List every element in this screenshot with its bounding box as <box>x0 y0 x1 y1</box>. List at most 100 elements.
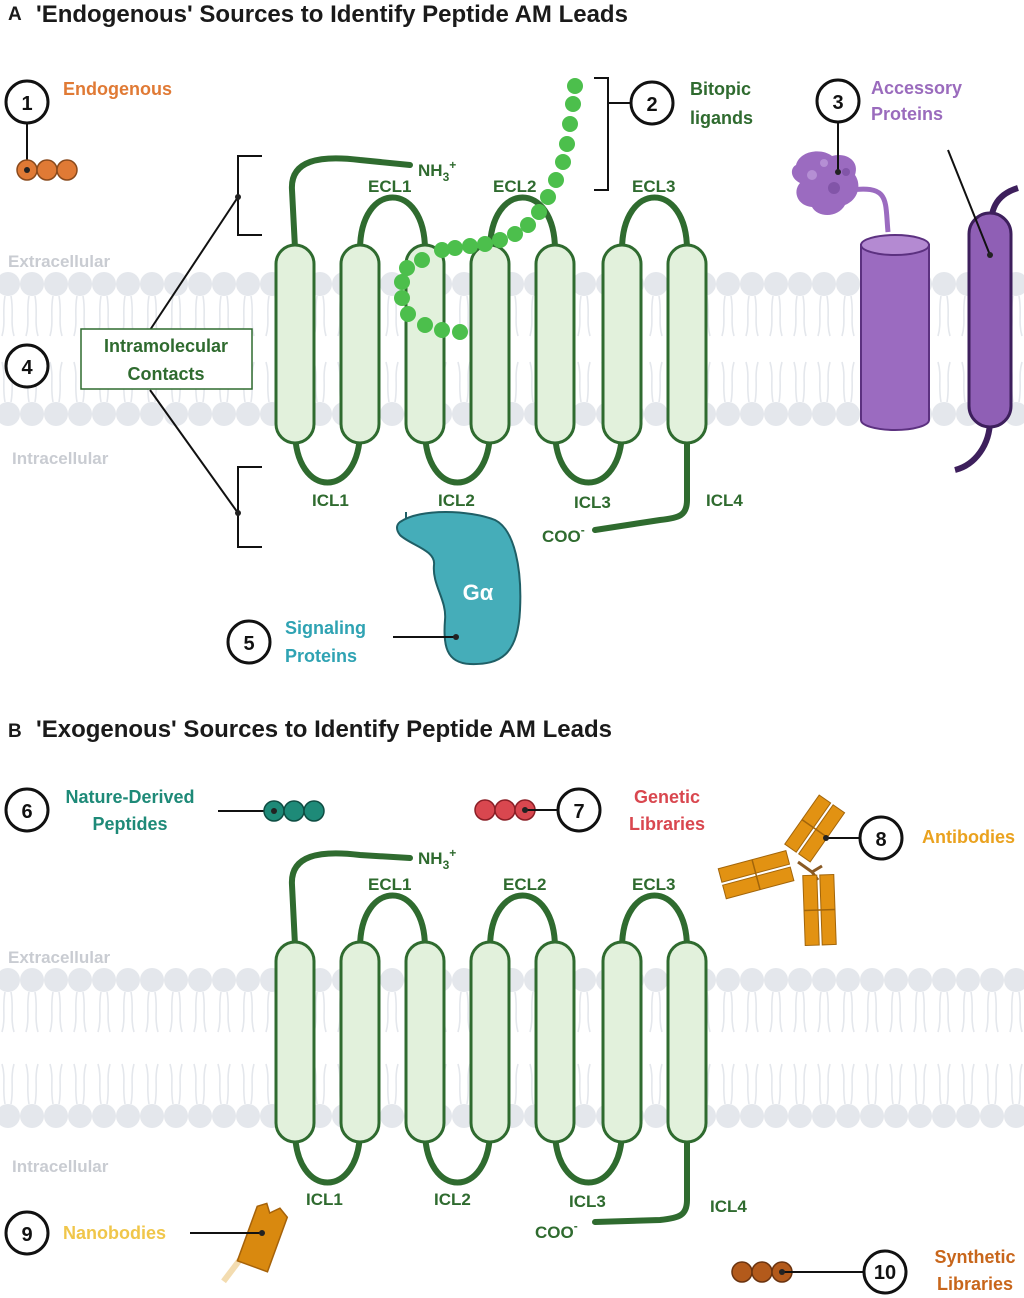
tm-helix-a <box>469 243 511 445</box>
lipid-head <box>211 967 237 1033</box>
lipid-head <box>811 361 837 427</box>
tm-helix-a <box>534 243 576 445</box>
ligand-bead <box>567 78 583 94</box>
lipid-head <box>235 271 261 337</box>
tm-helix-b <box>404 940 446 1144</box>
lipid-head <box>907 967 933 1033</box>
item-nanobodies: 9 Nanobodies <box>4 1202 289 1284</box>
lipid-head <box>91 1063 117 1129</box>
extracellular-label-b: Extracellular <box>8 948 110 967</box>
bitopic-ligand-chain <box>394 78 583 340</box>
leader-dot <box>823 835 829 841</box>
panel-a: A 'Endogenous' Sources to Identify Pepti… <box>0 1 1024 666</box>
lipid-head <box>1003 1063 1024 1129</box>
ligand-bead <box>492 232 508 248</box>
lipid-head <box>91 271 117 337</box>
ligand-bead <box>507 226 523 242</box>
label-bitopic-line1: Bitopic <box>690 79 751 99</box>
lipid-head <box>139 967 165 1033</box>
lipid-head <box>187 1063 213 1129</box>
lipid-head <box>787 967 813 1033</box>
lipid-head <box>235 1063 261 1129</box>
lipid-head <box>115 1063 141 1129</box>
label-synthetic-line2: Libraries <box>937 1274 1013 1294</box>
lipid-head <box>955 967 981 1033</box>
accessory-cylinder <box>860 244 930 431</box>
ligand-bead <box>414 252 430 268</box>
icl1-loop-b <box>292 1127 363 1186</box>
lipid-head <box>835 361 861 427</box>
number-circle-2 <box>629 80 675 126</box>
lipid-head <box>715 1063 741 1129</box>
lipid-head <box>955 1063 981 1129</box>
peptide-bead <box>56 159 78 181</box>
ligand-bead <box>531 204 547 220</box>
item-accessory-proteins: 3 Accessory Proteins <box>791 78 1019 473</box>
lipid-head <box>571 361 597 427</box>
accessory-linker <box>849 186 891 233</box>
lipid-head <box>67 967 93 1033</box>
label-accessory-line1: Accessory <box>871 78 962 98</box>
leader-dot <box>779 1269 785 1275</box>
lipid-head <box>739 1063 765 1129</box>
lipid-head <box>115 271 141 337</box>
lipid-head <box>211 1063 237 1129</box>
leader-dot <box>235 194 241 200</box>
lipid-head <box>1003 967 1024 1033</box>
nanobody-icon <box>221 1202 289 1284</box>
lipid-head <box>787 361 813 427</box>
icl3-label-a: ICL3 <box>574 493 611 512</box>
ligand-bead <box>394 290 410 306</box>
peptide-bead <box>474 799 496 821</box>
icl2-label-a: ICL2 <box>438 491 475 510</box>
lipid-head <box>67 1063 93 1129</box>
tm-helix-b <box>274 940 316 1144</box>
lipid-head <box>739 361 765 427</box>
lipid-head <box>763 361 789 427</box>
lipid-head <box>571 271 597 337</box>
number-8: 8 <box>875 829 886 851</box>
lipid-head <box>787 271 813 337</box>
tm-helix-b <box>339 940 381 1144</box>
extracellular-label-a: Extracellular <box>8 252 110 271</box>
lipid-head <box>19 1063 45 1129</box>
lipid-head <box>67 271 93 337</box>
peptide-bead <box>494 799 516 821</box>
number-circle-4 <box>4 343 50 389</box>
peptide-bead <box>283 800 305 822</box>
lipid-head <box>979 1063 1005 1129</box>
ligand-bead <box>540 189 556 205</box>
lipid-head <box>19 967 45 1033</box>
lipid-head <box>763 1063 789 1129</box>
icl4-label-b: ICL4 <box>710 1197 747 1216</box>
label-antibodies: Antibodies <box>922 827 1015 847</box>
ecl1-label-a: ECL1 <box>368 177 411 196</box>
peptide-bead <box>751 1261 773 1283</box>
lipid-head <box>43 1063 69 1129</box>
label-accessory-line2: Proteins <box>871 104 943 124</box>
lipid-head <box>91 967 117 1033</box>
icl3-loop-b <box>552 1127 625 1186</box>
lipid-head <box>835 967 861 1033</box>
lipid-head <box>643 271 669 337</box>
lipid-head <box>979 967 1005 1033</box>
lipid-head <box>907 1063 933 1129</box>
icl2-loop-a <box>422 427 493 486</box>
ecl1-loop-a <box>357 194 428 253</box>
lipid-head <box>715 361 741 427</box>
item-bitopic-ligands: 2 Bitopic ligands <box>608 79 753 128</box>
lipid-head <box>883 967 909 1033</box>
lipid-head <box>139 1063 165 1129</box>
accessory-protein-blob <box>791 151 859 216</box>
lipid-head <box>715 271 741 337</box>
lipid-head <box>379 361 405 427</box>
lipid-head <box>931 1063 957 1129</box>
label-contacts-line2: Contacts <box>127 364 204 384</box>
leader-dot <box>987 252 993 258</box>
label-nanobodies: Nanobodies <box>63 1223 166 1243</box>
lipid-head <box>835 1063 861 1129</box>
item-synthetic-libraries: 10 Synthetic Libraries <box>731 1247 1016 1295</box>
lipid-head <box>739 967 765 1033</box>
label-signaling-line2: Proteins <box>285 646 357 666</box>
number-circle-5 <box>226 619 272 665</box>
